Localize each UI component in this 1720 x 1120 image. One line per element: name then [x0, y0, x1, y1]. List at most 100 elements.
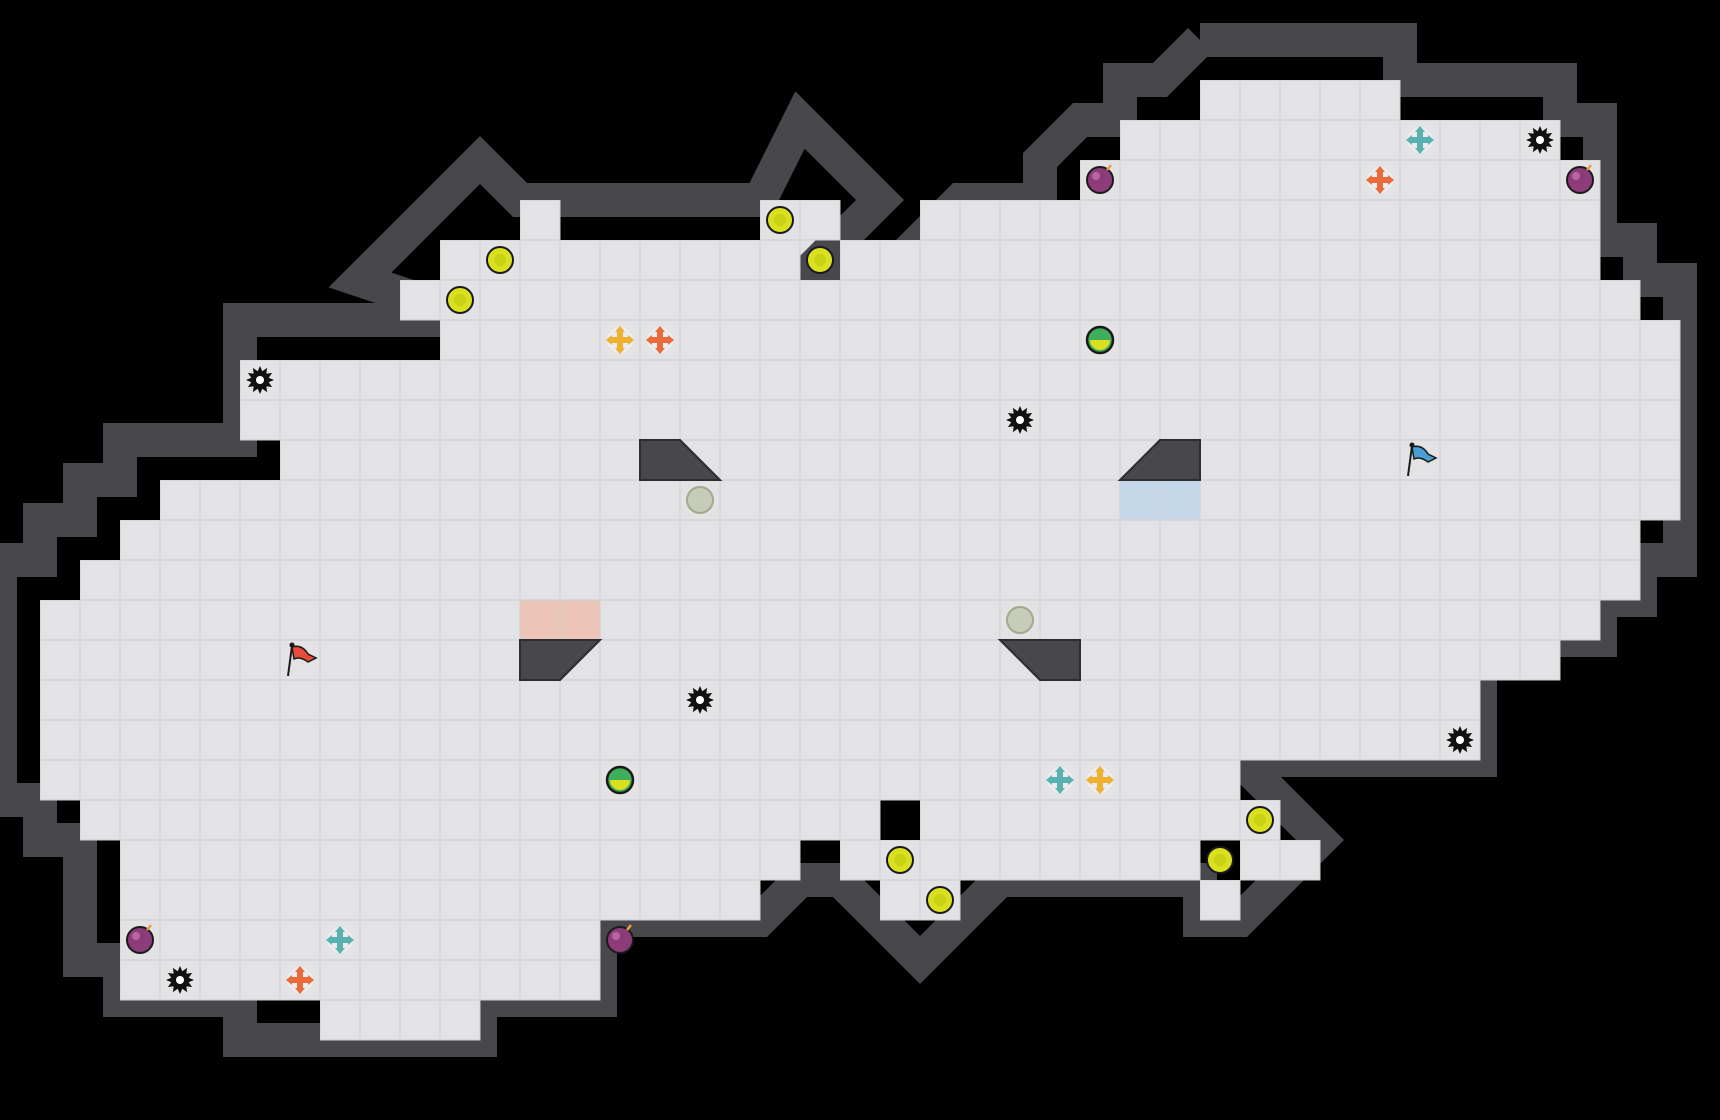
pad-arrow	[326, 935, 332, 945]
spike-icon-hole	[1016, 416, 1024, 424]
pad-arrow	[348, 935, 354, 945]
floor-overlay-strip	[120, 840, 801, 881]
pad-arrow	[655, 348, 665, 354]
pad-arrow	[1055, 788, 1065, 794]
pad-icon[interactable]	[609, 337, 631, 343]
spike-icon-hole	[256, 376, 264, 384]
pad-arrow	[1068, 775, 1074, 785]
pad-icon[interactable]	[289, 977, 311, 983]
boost-icon-core	[934, 894, 946, 906]
bomb-fuse	[1586, 164, 1592, 171]
bomb-fuse	[146, 924, 152, 931]
pad-arrow	[1388, 175, 1394, 185]
pad-arrow	[646, 335, 652, 345]
boost-icon-core	[1254, 814, 1266, 826]
pad-arrow	[295, 966, 305, 972]
floor-overlay-strip	[920, 200, 1601, 241]
pad-arrow	[1108, 775, 1114, 785]
pad-icon[interactable]	[1369, 177, 1391, 183]
pad-arrow	[295, 988, 305, 994]
blue-flag-icon-pole	[1407, 445, 1413, 477]
red-base-tile	[520, 600, 560, 640]
gate-icon	[1006, 606, 1034, 634]
floor-overlay-strip	[80, 560, 1641, 601]
blue-base-tile	[1160, 480, 1200, 520]
gate-icon	[686, 486, 714, 514]
pad-arrow	[335, 948, 345, 954]
pad-arrow	[1055, 766, 1065, 772]
pad-icon[interactable]	[329, 937, 351, 943]
pad-arrow	[606, 335, 612, 345]
spike-icon-hole	[696, 696, 704, 704]
pad-arrow	[1406, 135, 1412, 145]
powerup-icon-half	[610, 780, 630, 790]
floor-overlay-strip	[1200, 880, 1241, 921]
pad-arrow	[628, 335, 634, 345]
spike-icon-hole	[176, 976, 184, 984]
boost-icon-core	[894, 854, 906, 866]
bomb-icon	[1566, 166, 1594, 194]
boost-icon-core	[774, 214, 786, 226]
boost-icon-core	[1214, 854, 1226, 866]
pad-arrow	[1366, 175, 1372, 185]
pad-arrow	[668, 335, 674, 345]
wedge-wall	[1117, 439, 1201, 481]
floor-overlay-strip	[280, 440, 1681, 481]
floor-overlay-strip	[840, 240, 1601, 281]
pad-icon[interactable]	[1089, 777, 1111, 783]
boost-icon-core	[454, 294, 466, 306]
pad-arrow	[615, 326, 625, 332]
pad-arrow	[655, 326, 665, 332]
floor-overlay-strip	[40, 600, 1601, 641]
red-flag-icon-knob	[289, 642, 295, 648]
bomb-icon	[1086, 166, 1114, 194]
floor-overlay-strip	[1120, 120, 1561, 161]
pad-arrow	[1046, 775, 1052, 785]
pad-arrow	[1415, 148, 1425, 154]
bomb-icon	[606, 926, 634, 954]
pad-arrow	[1375, 166, 1385, 172]
floor-overlay-strip	[400, 280, 1641, 321]
bomb-icon-shine	[132, 932, 140, 940]
floor-overlay-strip	[920, 800, 1281, 841]
pad-arrow	[1428, 135, 1434, 145]
pad-arrow	[1375, 188, 1385, 194]
pad-arrow	[1095, 766, 1105, 772]
pad-arrow	[615, 348, 625, 354]
red-base-tile	[560, 600, 600, 640]
boost-icon-core	[494, 254, 506, 266]
blue-base-tile	[1120, 480, 1160, 520]
floor-overlay-strip	[1080, 160, 1601, 201]
bomb-fuse	[626, 924, 632, 931]
pad-icon[interactable]	[649, 337, 671, 343]
spike-icon-hole	[1536, 136, 1544, 144]
wedge-wall	[519, 639, 603, 681]
spike-icon-hole	[1456, 736, 1464, 744]
floor-overlay-strip	[520, 200, 561, 241]
red-flag-icon[interactable]	[291, 645, 318, 663]
wedge-wall	[639, 439, 723, 481]
wedge-wall	[997, 639, 1081, 681]
pad-arrow	[1415, 126, 1425, 132]
red-flag-icon-pole	[287, 645, 293, 677]
bomb-icon-shine	[1092, 172, 1100, 180]
pad-arrow	[335, 926, 345, 932]
pad-arrow	[308, 975, 314, 985]
powerup-icon-half	[1090, 340, 1110, 350]
pad-icon[interactable]	[1049, 777, 1071, 783]
bomb-icon-shine	[612, 932, 620, 940]
floor-overlay-strip	[1200, 80, 1401, 121]
object-layer	[126, 126, 1594, 994]
bomb-icon-shine	[1572, 172, 1580, 180]
pad-arrow	[286, 975, 292, 985]
blue-flag-icon[interactable]	[1411, 445, 1438, 463]
bomb-icon	[126, 926, 154, 954]
bomb-fuse	[1106, 164, 1112, 171]
blue-flag-icon-knob	[1409, 442, 1415, 448]
pad-arrow	[1095, 788, 1105, 794]
pad-icon[interactable]	[1409, 137, 1431, 143]
boost-icon-core	[814, 254, 826, 266]
